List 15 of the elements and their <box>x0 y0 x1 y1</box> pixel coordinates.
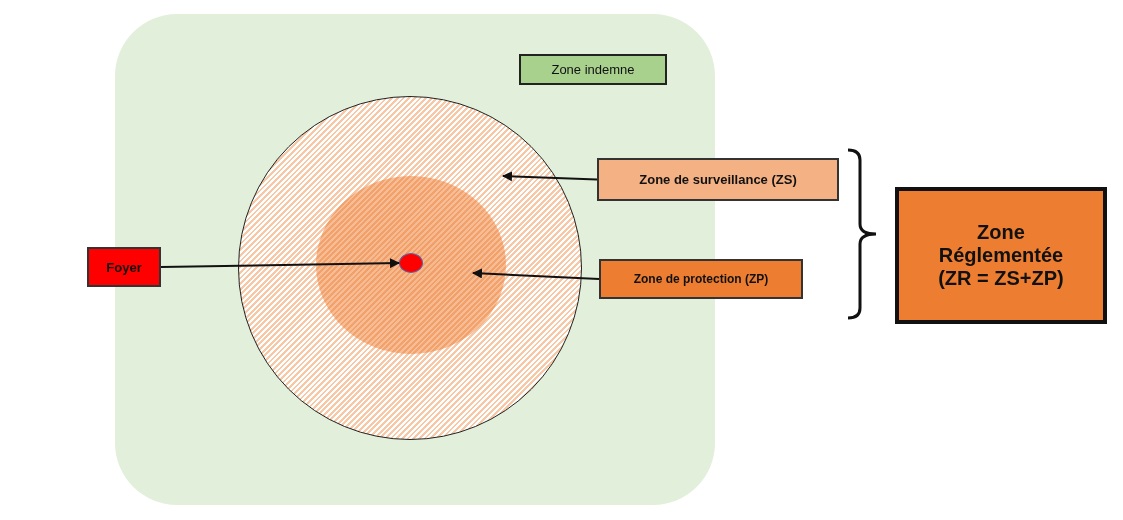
arrow <box>502 171 598 182</box>
zone-name: Zone de protection (ZP) <box>633 272 769 286</box>
arrow <box>160 258 400 269</box>
inner-zone-circle <box>316 176 506 354</box>
zone-name: Zone indemne <box>551 62 635 77</box>
zone-name: Foyer <box>106 259 142 275</box>
outbreak-dot <box>399 253 423 273</box>
zone-label <box>597 158 839 201</box>
zone-name: Zone de surveillance (ZS) <box>639 172 797 187</box>
zone-label <box>599 259 803 299</box>
regulated-zone-box <box>895 187 1107 324</box>
zone-name: Zone Réglementée (ZR = ZS+ZP) <box>937 221 1065 290</box>
outbreak-label <box>87 247 161 287</box>
arrow <box>472 268 600 280</box>
zone-label <box>519 54 667 85</box>
